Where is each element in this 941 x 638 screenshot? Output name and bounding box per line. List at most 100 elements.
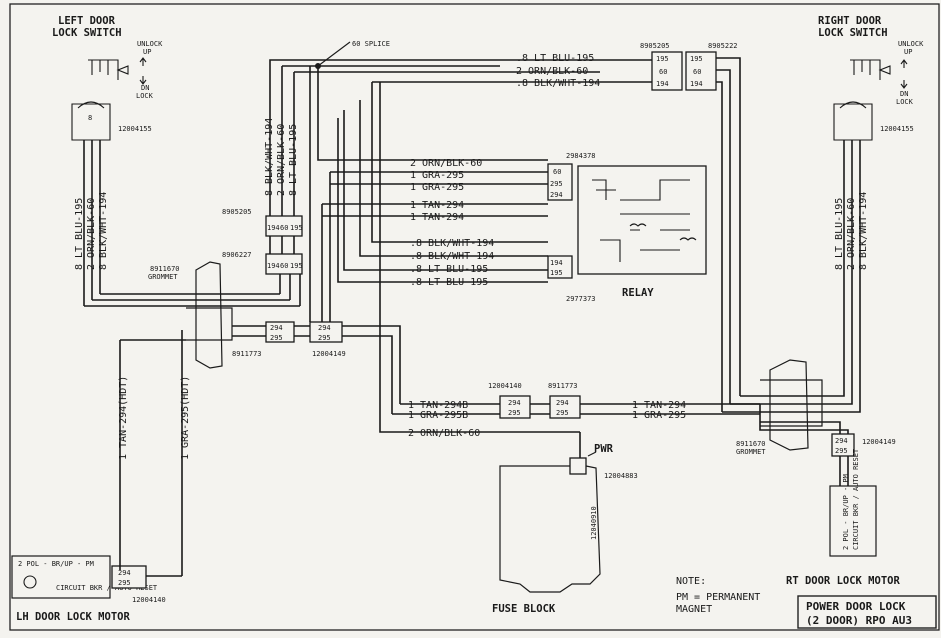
- svg-text:60: 60: [659, 68, 667, 76]
- svg-text:294: 294: [270, 324, 283, 332]
- left-switch-body: [71, 103, 111, 141]
- svg-text:.8 LT BLU-195: .8 LT BLU-195: [410, 264, 488, 275]
- rt-motor-body: [829, 485, 877, 557]
- svg-text:CIRCUIT BKR / AUTO RESET: CIRCUIT BKR / AUTO RESET: [56, 584, 158, 592]
- fuse-block-label: FUSE BLOCK: [492, 603, 556, 615]
- diagram-border: [9, 3, 940, 631]
- svg-text:195: 195: [656, 55, 669, 63]
- right-up-label: UP: [904, 48, 912, 56]
- lh-motor-part: 12004140: [132, 596, 166, 604]
- svg-text:.8 BLK/WHT-194: .8 BLK/WHT-194: [410, 251, 494, 262]
- left-switch-title-1: LEFT DOOR: [58, 15, 116, 27]
- svg-text:60: 60: [553, 168, 561, 176]
- relay-input-wires: 2 ORN/BLK-60 1 GRA-295 1 GRA-295 1 TAN-2…: [322, 82, 548, 288]
- svg-text:1 TAN-294: 1 TAN-294: [632, 400, 686, 411]
- svg-text:1 GRA-295: 1 GRA-295: [632, 410, 686, 421]
- top-wire-group: .8 LT BLU-195 2 ORN/BLK-60 .8 BLK/WHT-19…: [294, 42, 738, 91]
- right-door-lock-switch: RIGHT DOOR LOCK SWITCH UNLOCK UP DN LOCK…: [818, 15, 924, 280]
- svg-text:2 ORN/BLK-60: 2 ORN/BLK-60: [408, 428, 480, 439]
- part-8911773-left: 8911773: [232, 350, 262, 358]
- svg-text:295: 295: [270, 334, 283, 342]
- svg-text:.8 BLK/WHT-194: .8 BLK/WHT-194: [410, 238, 494, 249]
- connector-left-lower: [265, 253, 303, 275]
- svg-text:60: 60: [280, 262, 288, 270]
- relay-coil-icon: [629, 223, 697, 241]
- rt-door-lock-motor: 294 295 12004149 2 POL - BR/UP - PM CIRC…: [786, 433, 900, 587]
- right-switch-title-1: RIGHT DOOR: [818, 15, 882, 27]
- part-8905205-top: 8905205: [640, 42, 670, 50]
- pwr-terminal: [569, 457, 587, 475]
- right-switch-body: [833, 103, 873, 141]
- right-switch-wire-3: 8 BLK/WHT-194: [858, 192, 869, 270]
- svg-text:1 GRA-295B: 1 GRA-295B: [408, 410, 468, 421]
- title-line-1: POWER DOOR LOCK: [806, 600, 906, 613]
- relay: 2984378 60 295 294 194 195 2977373 RELAY: [547, 152, 707, 303]
- title-line-2: (2 DOOR) RPO AU3: [806, 614, 912, 627]
- svg-text:60: 60: [693, 68, 701, 76]
- right-unlock-label: UNLOCK: [898, 40, 924, 48]
- note-block: NOTE: PM = PERMANENT MAGNET: [676, 576, 760, 615]
- svg-text:MAGNET: MAGNET: [676, 604, 712, 615]
- relay-connector-top: [547, 163, 573, 201]
- svg-text:295: 295: [508, 409, 521, 417]
- right-switch-wire-2: 2 ORN/BLK-60: [846, 198, 857, 270]
- motor-icon: [23, 575, 37, 589]
- svg-text:294: 294: [835, 437, 848, 445]
- lh-door-lock-motor: 2 POL - BR/UP - PM CIRCUIT BKR / AUTO RE…: [11, 555, 166, 623]
- svg-text:8: 8: [88, 114, 92, 122]
- part-8905205-left: 8905205: [222, 208, 252, 216]
- relay-connector-bottom: [547, 255, 573, 279]
- right-grommet-label: GROMMET: [736, 448, 766, 456]
- part-8911773-mid: 8911773: [548, 382, 578, 390]
- splice-60: 60 SPLICE: [315, 40, 390, 69]
- fuse-block-outline: [499, 465, 601, 593]
- fuse-block: PWR 12004883 12040910 FUSE BLOCK: [492, 432, 638, 615]
- connector-mid-b: [549, 395, 581, 419]
- connector-top-right: [685, 51, 717, 91]
- svg-text:PM = PERMANENT: PM = PERMANENT: [676, 592, 760, 603]
- svg-text:294: 294: [550, 191, 563, 199]
- svg-text:295: 295: [550, 180, 563, 188]
- svg-text:2 POL - BR/UP - PM: 2 POL - BR/UP - PM: [842, 474, 850, 550]
- left-door-lock-switch: LEFT DOOR LOCK SWITCH UNLOCK UP DN LOCK …: [52, 15, 163, 306]
- splice-label: 60 SPLICE: [352, 40, 390, 48]
- svg-text:295: 295: [118, 579, 131, 587]
- right-switch-title-2: LOCK SWITCH: [818, 27, 888, 39]
- left-up-label: UP: [143, 48, 151, 56]
- svg-text:NOTE:: NOTE:: [676, 576, 706, 587]
- svg-text:295: 295: [835, 447, 848, 455]
- right-lock-label: LOCK: [896, 98, 914, 106]
- part-12004140-mid: 12004140: [488, 382, 522, 390]
- svg-text:194: 194: [267, 262, 280, 270]
- svg-text:194: 194: [690, 80, 703, 88]
- relay-housing: [577, 165, 707, 275]
- fuse-wire-part: 12040910: [590, 506, 598, 540]
- svg-text:1 TAN-294B: 1 TAN-294B: [408, 400, 468, 411]
- top-wire-2: 2 ORN/BLK-60: [516, 66, 588, 77]
- left-switch-symbol-icon: [88, 59, 129, 80]
- connector-left-upper: [265, 215, 303, 237]
- svg-text:1 GRA-295: 1 GRA-295: [410, 182, 464, 193]
- svg-text:2 POL - BR/UP - PM: 2 POL - BR/UP - PM: [18, 560, 94, 568]
- right-switch-wire-1: 8 LT BLU-195: [834, 198, 845, 270]
- lh-motor-wire-1: 1 TAN-294(HDT): [118, 376, 129, 460]
- left-unlock-label: UNLOCK: [137, 40, 163, 48]
- left-switch-arrows-icon: [139, 57, 147, 85]
- rt-motor-label: RT DOOR LOCK MOTOR: [786, 575, 900, 587]
- lh-motor-label: LH DOOR LOCK MOTOR: [16, 611, 130, 623]
- left-grommet-part: 8911670: [150, 265, 180, 273]
- svg-text:194: 194: [656, 80, 669, 88]
- svg-text:1 GRA-295: 1 GRA-295: [410, 170, 464, 181]
- pwr-label: PWR: [594, 443, 614, 455]
- svg-text:294: 294: [118, 569, 131, 577]
- part-12004149-right: 12004149: [862, 438, 896, 446]
- right-switch-part: 12004155: [880, 125, 914, 133]
- mid-wire-group: 1 TAN-294B 1 GRA-295B 2 ORN/BLK-60 12004…: [379, 82, 760, 439]
- left-294-295-connectors: 294 295 294 295 8911773 12004149: [232, 321, 346, 358]
- svg-text:195: 195: [290, 224, 303, 232]
- connector-top-left: [651, 51, 683, 91]
- svg-text:294: 294: [318, 324, 331, 332]
- top-wire-1: .8 LT BLU-195: [516, 53, 594, 64]
- lh-motor-wire-2: 1 GRA-295(HDT): [180, 376, 191, 460]
- right-grommet-part: 8911670: [736, 440, 766, 448]
